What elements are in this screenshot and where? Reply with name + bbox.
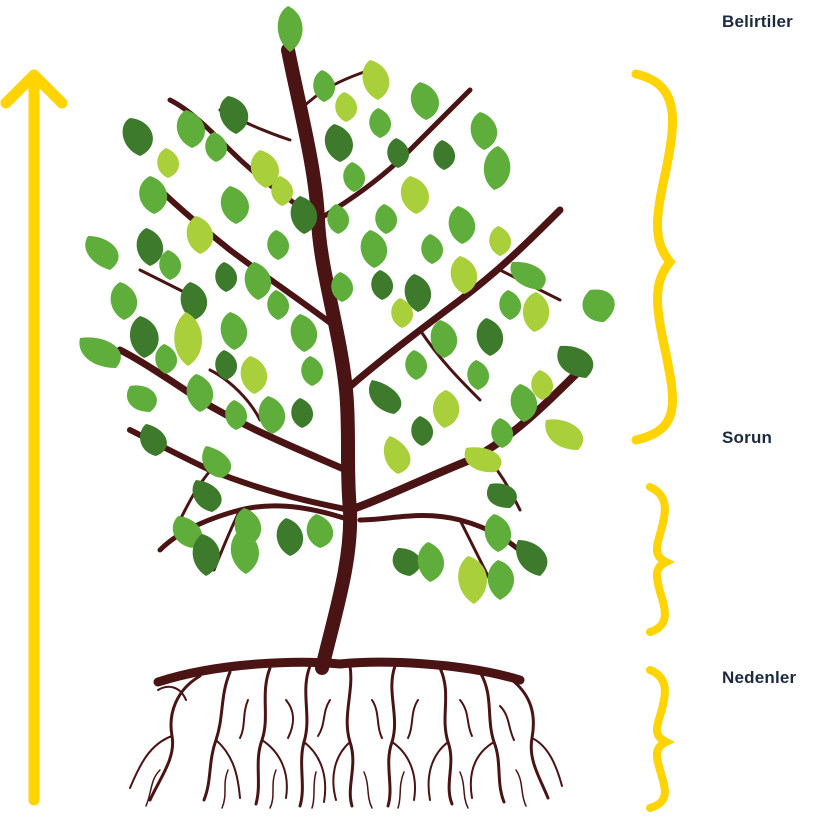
label-problem: Sorun xyxy=(722,428,772,448)
brace-problem xyxy=(650,487,666,632)
tree-icon xyxy=(79,6,614,808)
up-arrow-icon xyxy=(6,75,62,800)
brace-symptoms xyxy=(636,74,673,440)
brace-causes xyxy=(650,670,666,808)
label-causes: Nedenler xyxy=(722,668,796,688)
label-symptoms: Belirtiler xyxy=(722,12,793,32)
tree-roots xyxy=(130,662,562,808)
